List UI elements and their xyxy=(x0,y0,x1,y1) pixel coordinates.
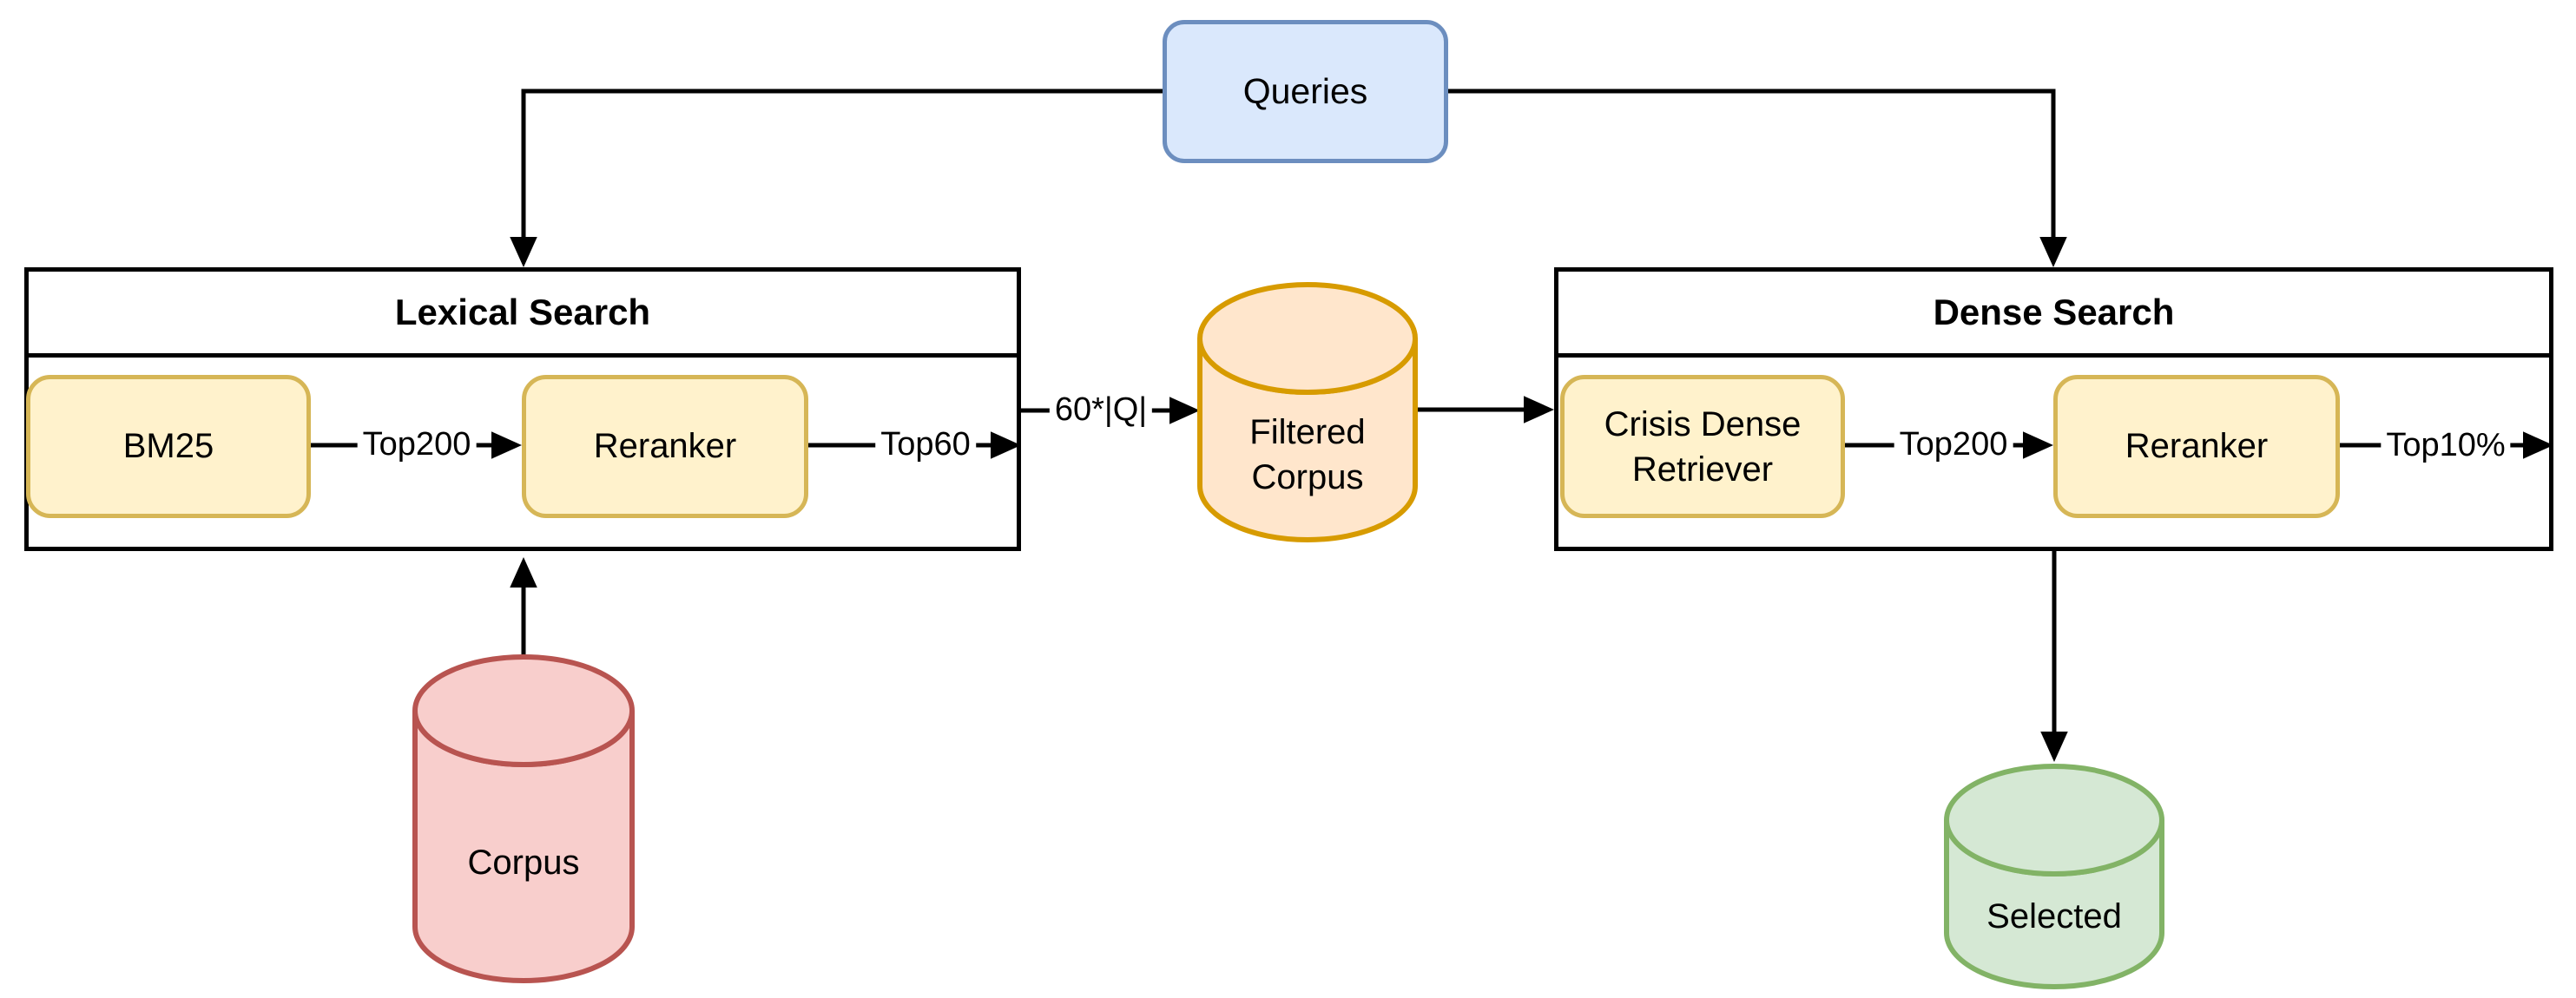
edge-queries-to-lexical xyxy=(510,89,1163,267)
lexical-search-title: Lexical Search xyxy=(29,272,1017,358)
edge-label-top200-dense: Top200 xyxy=(1894,426,2013,464)
queries-label: Queries xyxy=(1242,71,1368,111)
crisis-dense-retriever-node: Crisis Dense Retriever xyxy=(1560,375,1845,518)
edge-label-60q: 60*|Q| xyxy=(1049,391,1153,430)
corpus-cylinder xyxy=(412,654,635,983)
crisis-dense-retriever-label: Crisis Dense Retriever xyxy=(1604,404,1802,489)
selected-cylinder xyxy=(1944,764,2164,989)
dense-search-title: Dense Search xyxy=(1558,272,2549,358)
dense-reranker-node: Reranker xyxy=(2053,375,2340,518)
edge-label-top60: Top60 xyxy=(875,426,976,464)
dense-reranker-label: Reranker xyxy=(2125,427,2269,465)
lexical-reranker-label: Reranker xyxy=(593,427,737,465)
lexical-reranker-node: Reranker xyxy=(522,375,808,518)
selected-label: Selected xyxy=(1986,897,2122,936)
dense-search-container: Dense Search xyxy=(1554,267,2553,551)
edge-label-top10pct: Top10% xyxy=(2381,427,2511,465)
edge-queries-to-dense xyxy=(1448,89,2067,267)
filtered-corpus-cylinder xyxy=(1197,282,1418,542)
filtered-corpus-label: Filtered Corpus xyxy=(1249,413,1366,496)
queries-node: Queries xyxy=(1163,20,1448,163)
corpus-label: Corpus xyxy=(467,844,580,882)
bm25-label: BM25 xyxy=(122,427,214,465)
bm25-node: BM25 xyxy=(26,375,311,518)
edge-label-top200-lexical: Top200 xyxy=(357,426,477,464)
